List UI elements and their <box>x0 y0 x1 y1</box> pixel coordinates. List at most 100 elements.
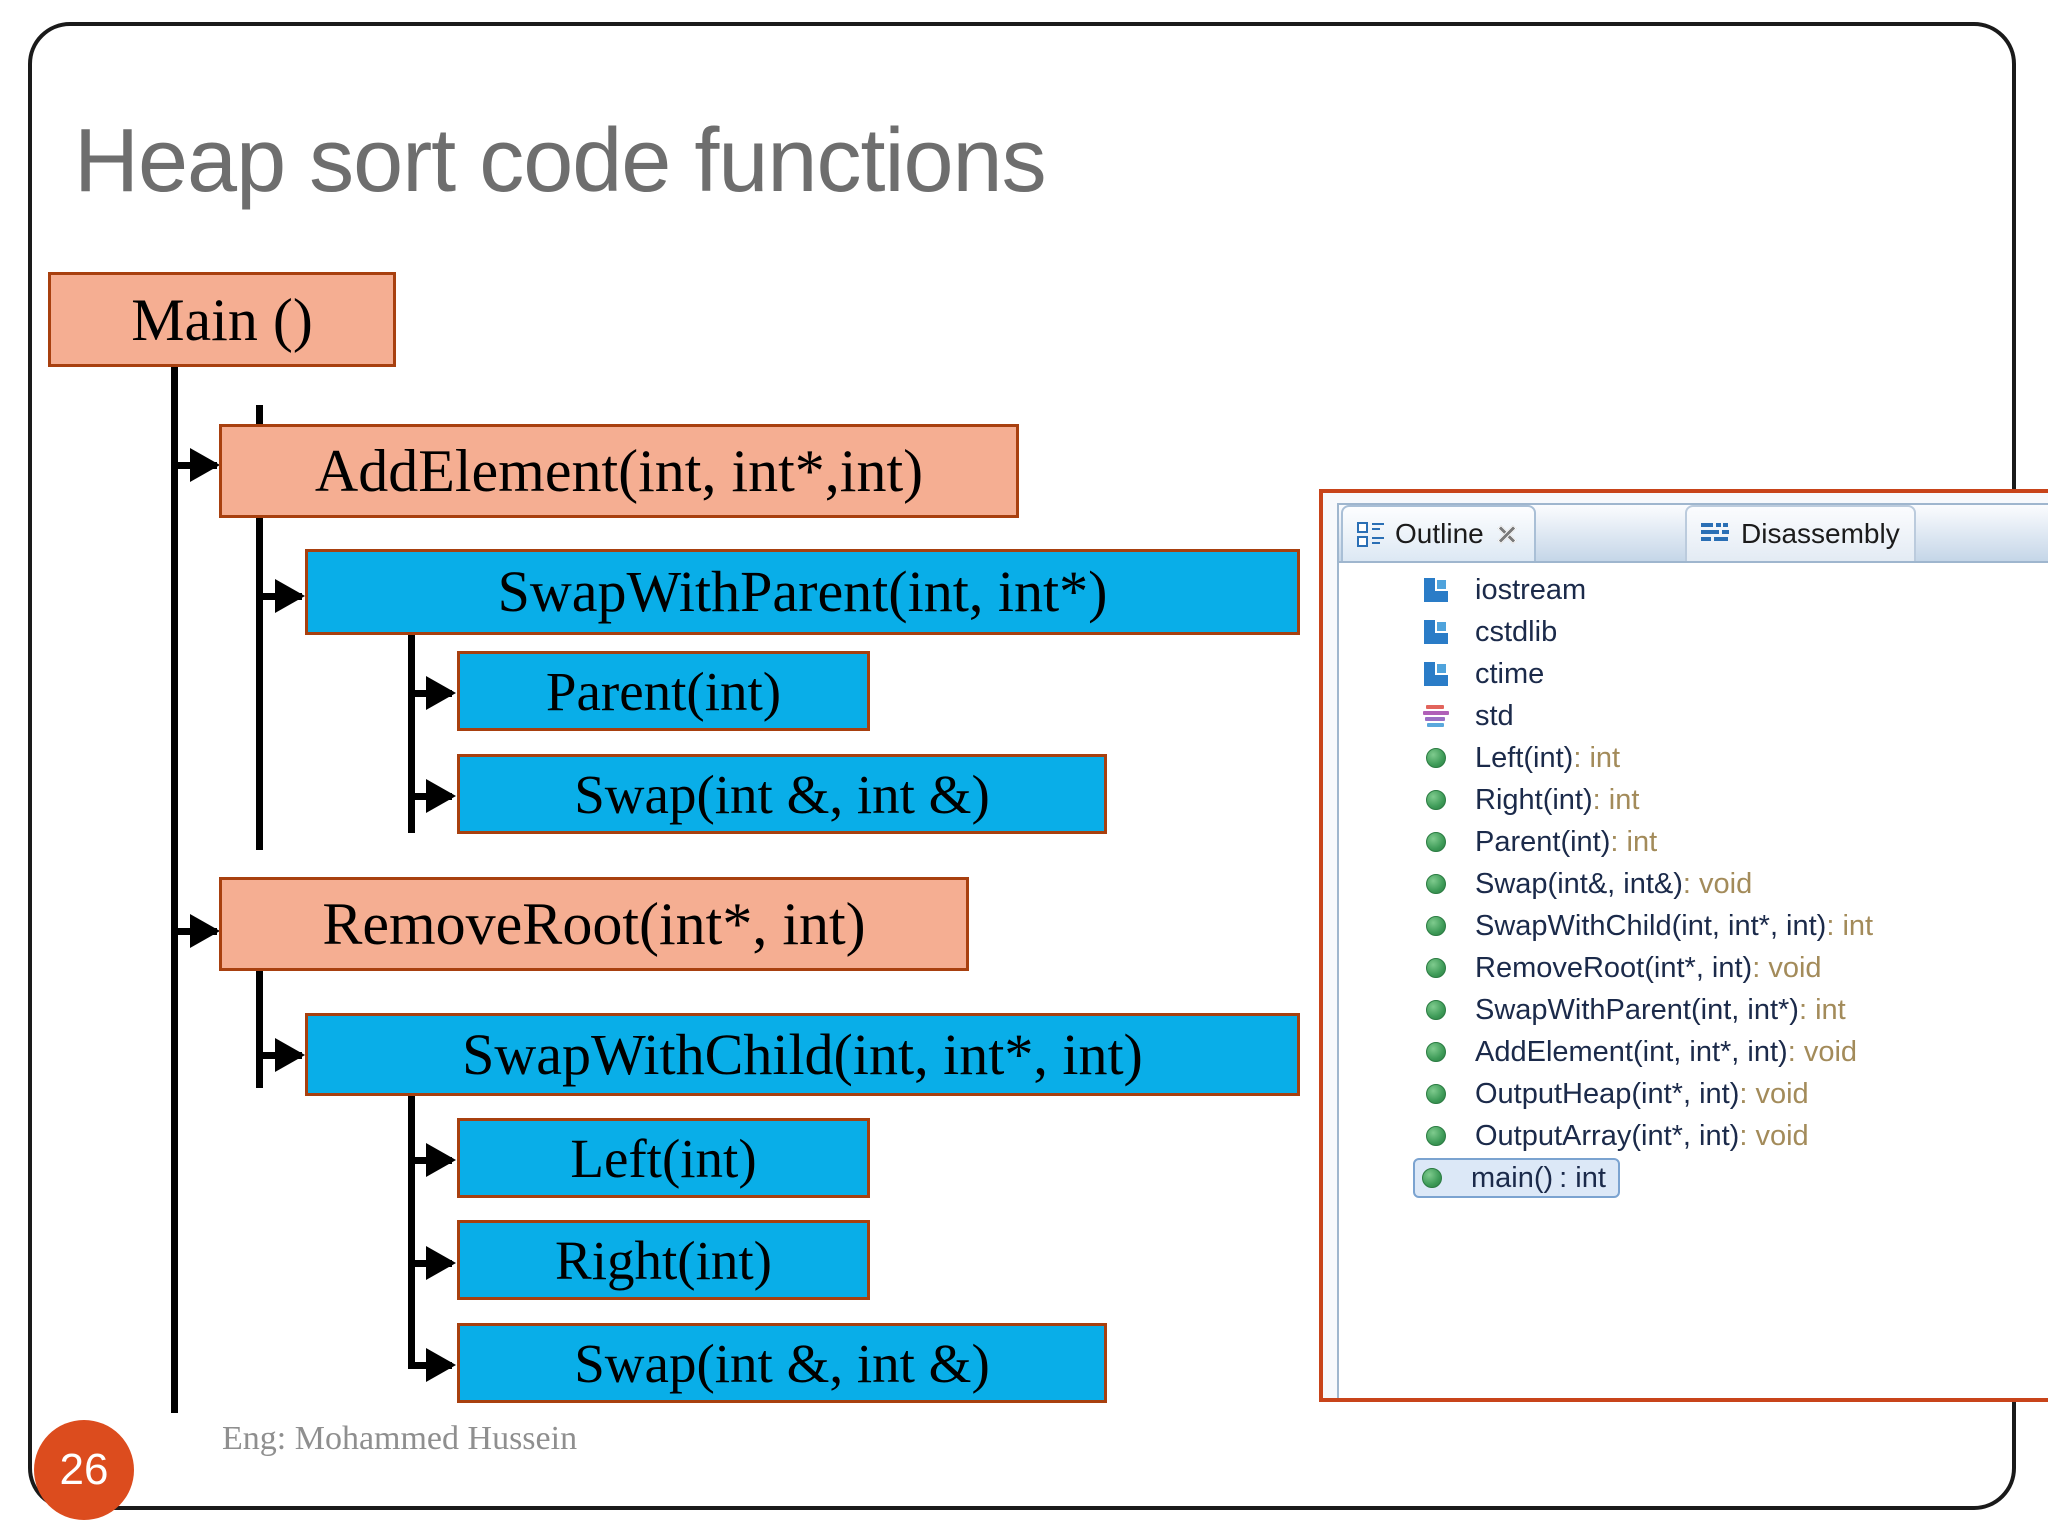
arrowhead-swapwithchild-to-left <box>426 1143 456 1177</box>
tree-item-rettype: : int <box>1592 783 1640 816</box>
tree-item-label: AddElement(int, int*, int) <box>1475 1035 1788 1068</box>
node-left[interactable]: Left(int) <box>457 1118 870 1198</box>
arrowhead-swapwithparent-to-swap <box>426 779 456 813</box>
tree-item-outputheap[interactable]: OutputHeap(int*, int) : void <box>1339 1073 2048 1115</box>
function-icon <box>1419 874 1453 894</box>
page-title: Heap sort code functions <box>74 111 1047 211</box>
node-addelement[interactable]: AddElement(int, int*,int) <box>219 424 1019 518</box>
tree-item-rettype: : void <box>1752 951 1822 984</box>
tree-item-swapwithchild[interactable]: SwapWithChild(int, int*, int) : int <box>1339 905 2048 947</box>
node-label: Swap(int &, int &) <box>574 1332 990 1394</box>
node-label: SwapWithParent(int, int*) <box>497 559 1108 624</box>
tree-item-label: Swap(int&, int&) <box>1475 867 1683 900</box>
disassembly-view-icon <box>1701 522 1731 546</box>
function-icon <box>1419 958 1453 978</box>
tree-item-cstdlib[interactable]: cstdlib <box>1339 611 2048 653</box>
tree-item-main[interactable]: main() : int <box>1339 1157 2048 1199</box>
tree-item-label: ctime <box>1475 657 1545 690</box>
node-removeroot[interactable]: RemoveRoot(int*, int) <box>219 877 969 971</box>
tree-item-std[interactable]: std <box>1339 695 2048 737</box>
tree-item-rettype: : void <box>1682 867 1753 900</box>
close-icon[interactable] <box>1494 521 1520 547</box>
tree-item-rettype: : void <box>1739 1077 1809 1110</box>
function-icon <box>1415 1168 1449 1188</box>
tree-item-swap[interactable]: Swap(int&, int&) : void <box>1339 863 2048 905</box>
node-swap-1[interactable]: Swap(int &, int &) <box>457 754 1107 834</box>
node-label: Right(int) <box>555 1229 772 1291</box>
outline-panel: Outline Disassembly <box>1319 489 2048 1402</box>
outline-view-icon <box>1357 520 1385 548</box>
tree-item-rettype: : int <box>1610 825 1658 858</box>
node-swapwithparent[interactable]: SwapWithParent(int, int*) <box>305 549 1300 635</box>
tree-item-label: OutputHeap(int*, int) <box>1475 1077 1740 1110</box>
tree-item-swapwithparent[interactable]: SwapWithParent(int, int*) : int <box>1339 989 2048 1031</box>
namespace-icon <box>1419 704 1453 728</box>
arrowhead-removeroot-to-swapwithchild <box>275 1038 305 1072</box>
node-label: SwapWithChild(int, int*, int) <box>462 1021 1143 1087</box>
tree-item-label: SwapWithParent(int, int*) <box>1475 993 1799 1026</box>
tree-item-right[interactable]: Right(int) : int <box>1339 779 2048 821</box>
include-icon <box>1419 620 1453 644</box>
footer-author: Eng: Mohammed Hussein <box>222 1420 578 1457</box>
function-icon <box>1419 1042 1453 1062</box>
tree-item-ctime[interactable]: ctime <box>1339 653 2048 695</box>
node-right[interactable]: Right(int) <box>457 1220 870 1300</box>
tree-item-outputarray[interactable]: OutputArray(int*, int) : void <box>1339 1115 2048 1157</box>
function-icon <box>1419 790 1453 810</box>
function-icon <box>1419 748 1453 768</box>
tree-item-rettype: : int <box>1559 1161 1606 1194</box>
connector-main-trunk <box>171 283 178 1413</box>
include-icon <box>1419 578 1453 602</box>
tree-item-rettype: : int <box>1798 993 1846 1026</box>
tree-item-label: cstdlib <box>1475 615 1558 648</box>
tree-item-label: std <box>1475 699 1514 732</box>
tree-item-label: SwapWithChild(int, int*, int) <box>1475 909 1827 942</box>
connector-swapwithchild-trunk <box>408 1090 415 1365</box>
node-label: AddElement(int, int*,int) <box>314 438 924 504</box>
tree-item-rettype: : void <box>1787 1035 1858 1068</box>
tree-item-rettype: : int <box>1573 741 1621 774</box>
node-label: RemoveRoot(int*, int) <box>322 891 866 957</box>
arrowhead-swapwithchild-to-swap <box>426 1348 456 1382</box>
connector-swapwithparent-trunk <box>408 628 415 833</box>
tree-item-label: Parent(int) <box>1475 825 1611 858</box>
tree-item-removeroot[interactable]: RemoveRoot(int*, int) : void <box>1339 947 2048 989</box>
tab-disassembly-label: Disassembly <box>1741 518 1900 549</box>
tree-item-rettype: : int <box>1826 909 1874 942</box>
connector-addelement-trunk <box>256 405 263 850</box>
tab-outline-label: Outline <box>1395 518 1484 549</box>
node-swapwithchild[interactable]: SwapWithChild(int, int*, int) <box>305 1013 1300 1096</box>
arrowhead-swapwithchild-to-right <box>426 1246 456 1280</box>
function-icon <box>1419 916 1453 936</box>
tab-outline[interactable]: Outline <box>1341 505 1536 561</box>
node-label: Swap(int &, int &) <box>574 763 990 825</box>
outline-tree: iostream cstdlib ctime <box>1339 563 2048 1199</box>
function-icon <box>1419 1084 1453 1104</box>
tree-item-selection-highlight: main() : int <box>1413 1158 1620 1198</box>
arrowhead-main-to-removeroot <box>190 914 220 948</box>
node-main[interactable]: Main () <box>48 272 396 367</box>
outline-panel-inner: Outline Disassembly <box>1337 503 2048 1398</box>
tree-item-addelement[interactable]: AddElement(int, int*, int) : void <box>1339 1031 2048 1073</box>
tree-item-label: iostream <box>1475 573 1587 606</box>
tree-item-label: RemoveRoot(int*, int) <box>1475 951 1753 984</box>
function-icon <box>1419 1126 1453 1146</box>
tree-item-parent[interactable]: Parent(int) : int <box>1339 821 2048 863</box>
tree-item-label: Left(int) <box>1475 741 1574 774</box>
function-icon <box>1419 1000 1453 1020</box>
connector-removeroot-trunk <box>256 968 263 1088</box>
node-parent[interactable]: Parent(int) <box>457 651 870 731</box>
function-icon <box>1419 832 1453 852</box>
node-label: Parent(int) <box>545 660 782 722</box>
outline-tabbar: Outline Disassembly <box>1339 505 2048 563</box>
slide-number-badge: 26 <box>34 1420 134 1520</box>
node-swap-2[interactable]: Swap(int &, int &) <box>457 1323 1107 1403</box>
tree-item-label: Right(int) <box>1475 783 1593 816</box>
arrowhead-addelement-to-swapwithparent <box>275 579 305 613</box>
tab-disassembly[interactable]: Disassembly <box>1685 505 1916 561</box>
tree-item-left[interactable]: Left(int) : int <box>1339 737 2048 779</box>
tree-item-label: OutputArray(int*, int) <box>1475 1119 1740 1152</box>
tree-item-rettype: : void <box>1739 1119 1809 1152</box>
tree-item-iostream[interactable]: iostream <box>1339 569 2048 611</box>
node-label: Main () <box>131 286 313 353</box>
